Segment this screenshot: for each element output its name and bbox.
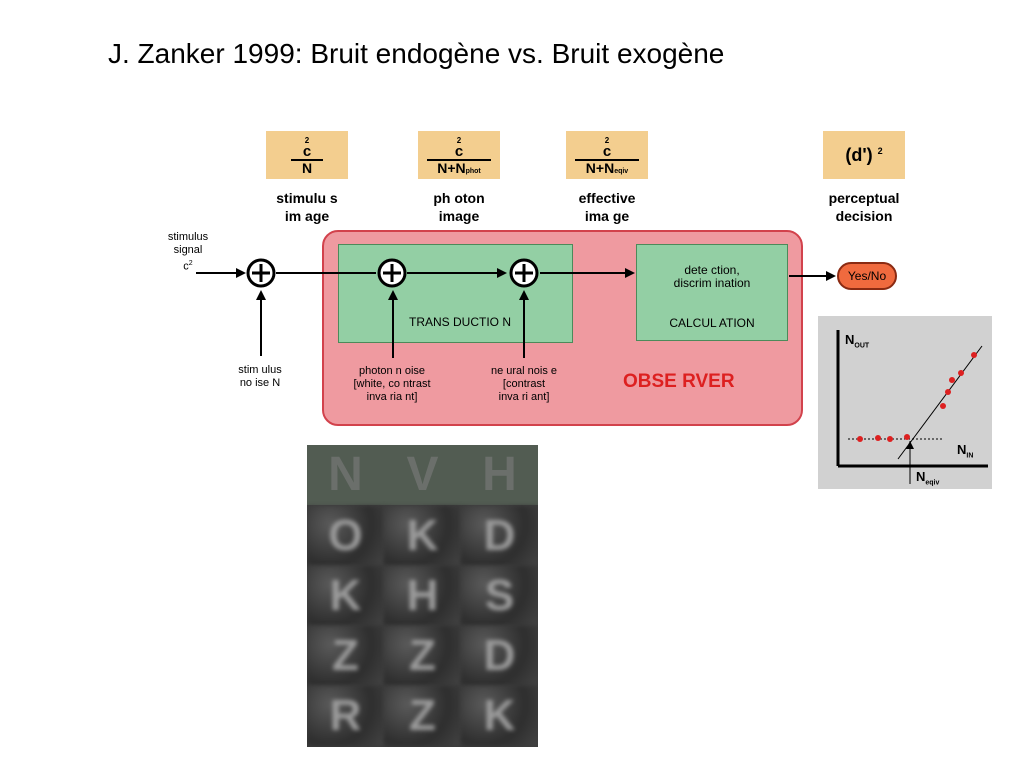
photon-formula-den: N+N — [437, 160, 466, 176]
noisy-letter: Z — [307, 626, 384, 686]
stimulus-signal-c: c — [183, 260, 189, 273]
detection-line: dete ction, — [684, 263, 740, 277]
noisy-letter: D — [461, 506, 538, 566]
noisy-letter: O — [307, 506, 384, 566]
decision-formula-sup: 2 — [877, 146, 883, 156]
stimulus-noise-line: no ise N — [239, 377, 281, 389]
sum-node-neural — [509, 258, 539, 288]
caption-line: ph oton — [433, 190, 485, 206]
photon-noise-line: [white, co ntrast — [353, 378, 431, 390]
plot-point — [940, 403, 946, 409]
slide-title: J. Zanker 1999: Bruit endogène vs. Bruit… — [108, 38, 725, 69]
photon-image-caption: ph oton image — [404, 189, 514, 225]
noisy-letter: Z — [384, 626, 461, 686]
sum-node-stimulus — [246, 258, 276, 288]
plot-point — [857, 436, 863, 442]
plot-point — [971, 352, 977, 358]
caption-line: image — [438, 208, 480, 224]
plot-point — [904, 434, 910, 440]
plot-neq-sub: eqiv — [925, 479, 940, 487]
effective-formula-num: c — [602, 143, 612, 160]
effective-formula-sub: eqiv — [614, 168, 629, 175]
neural-noise-label: ne ural nois e [contrast inva ri ant] — [470, 365, 578, 404]
stimulus-noise-label: stim ulus no ise N — [220, 364, 300, 390]
caption-line: ima ge — [584, 208, 630, 224]
calculation-box — [636, 244, 788, 341]
noisy-letter: K — [384, 506, 461, 566]
plot-point — [958, 370, 964, 376]
caption-line: stimulu s — [276, 190, 338, 206]
header-letter: H — [482, 448, 517, 501]
letters-header-band — [307, 445, 538, 505]
calculation-label: CALCUL ATION — [669, 316, 755, 330]
sum-node-photon — [377, 258, 407, 288]
stimulus-formula-den: N — [301, 160, 313, 176]
stimulus-formula-num: c — [302, 143, 312, 160]
stimulus-signal-label: stimulus signal c2 — [150, 231, 226, 274]
photon-noise-line: inva ria nt] — [366, 391, 418, 403]
plot-neq-label: Neqiv — [916, 469, 940, 487]
photon-noise-line: photon n oise — [358, 365, 426, 377]
noisy-letter: S — [461, 566, 538, 626]
fraction-bar — [575, 159, 639, 161]
plot-points — [857, 352, 977, 442]
effective-formula-den: N+N — [585, 160, 615, 176]
plot-y-label: NOUT — [845, 332, 870, 350]
equivalent-noise-plot-svg — [836, 330, 988, 484]
neural-noise-line: inva ri ant] — [498, 391, 550, 403]
decision-formula-box: (d') 2 — [823, 131, 905, 179]
photon-formula-sub: phot — [465, 168, 481, 175]
stimulus-formula-sup: 2 — [304, 136, 310, 145]
transduction-box — [338, 244, 573, 343]
caption-line: im age — [284, 208, 330, 224]
photon-formula-num: c — [454, 143, 464, 160]
plot-point — [949, 377, 955, 383]
stimulus-formula-box: 2 c N — [266, 131, 348, 179]
stimulus-image-caption: stimulu s im age — [252, 189, 362, 225]
stimulus-signal-line: signal — [173, 244, 203, 256]
noisy-letter: H — [384, 566, 461, 626]
observer-label: OBSE RVER — [623, 371, 735, 392]
noisy-letter: K — [461, 686, 538, 746]
plot-x-sub: IN — [966, 452, 974, 460]
noisy-letters-image: N V H O K D K H S Z Z D R Z K — [307, 445, 538, 747]
photon-formula-box: 2 c N+Nphot — [418, 131, 500, 179]
transduction-label: TRANS DUCTIO N — [409, 315, 511, 329]
equivalent-noise-plot: NOUT NIN Neqiv — [818, 316, 992, 489]
effective-image-caption: effective ima ge — [552, 189, 662, 225]
caption-line: decision — [835, 208, 893, 224]
plot-y-sub: OUT — [854, 342, 870, 350]
plot-x-label: NIN — [957, 442, 974, 460]
noisy-letter: R — [307, 686, 384, 746]
caption-line: effective — [578, 190, 636, 206]
plot-point — [875, 435, 881, 441]
header-letter: N — [328, 448, 363, 501]
photon-noise-label: photon n oise [white, co ntrast inva ria… — [336, 365, 448, 404]
stimulus-noise-line: stim ulus — [238, 364, 282, 376]
detection-line: discrim ination — [673, 276, 751, 290]
plot-point — [945, 389, 951, 395]
neural-noise-line: ne ural nois e — [490, 365, 558, 377]
plot-neq-arrow — [906, 441, 914, 449]
noisy-letter: K — [307, 566, 384, 626]
fraction-bar — [291, 159, 323, 161]
detection-label: dete ction, discrim ination — [640, 264, 784, 290]
plot-fit-line — [897, 345, 983, 460]
photon-formula-sup: 2 — [456, 136, 462, 145]
perceptual-decision-caption: perceptual decision — [809, 189, 919, 225]
header-letter: V — [406, 448, 439, 501]
decision-formula-text: (d') — [845, 145, 873, 165]
plot-point — [887, 436, 893, 442]
neural-noise-line: [contrast — [502, 378, 546, 390]
stimulus-signal-line: stimulus — [167, 231, 209, 243]
effective-formula-sup: 2 — [604, 136, 610, 145]
noisy-letter: D — [461, 626, 538, 686]
stimulus-signal-sup: 2 — [188, 260, 193, 267]
yes-no-output: Yes/No — [837, 262, 897, 290]
effective-formula-box: 2 c N+Neqiv — [566, 131, 648, 179]
caption-line: perceptual — [828, 190, 900, 206]
noisy-letter: Z — [384, 686, 461, 746]
fraction-bar — [427, 159, 491, 161]
